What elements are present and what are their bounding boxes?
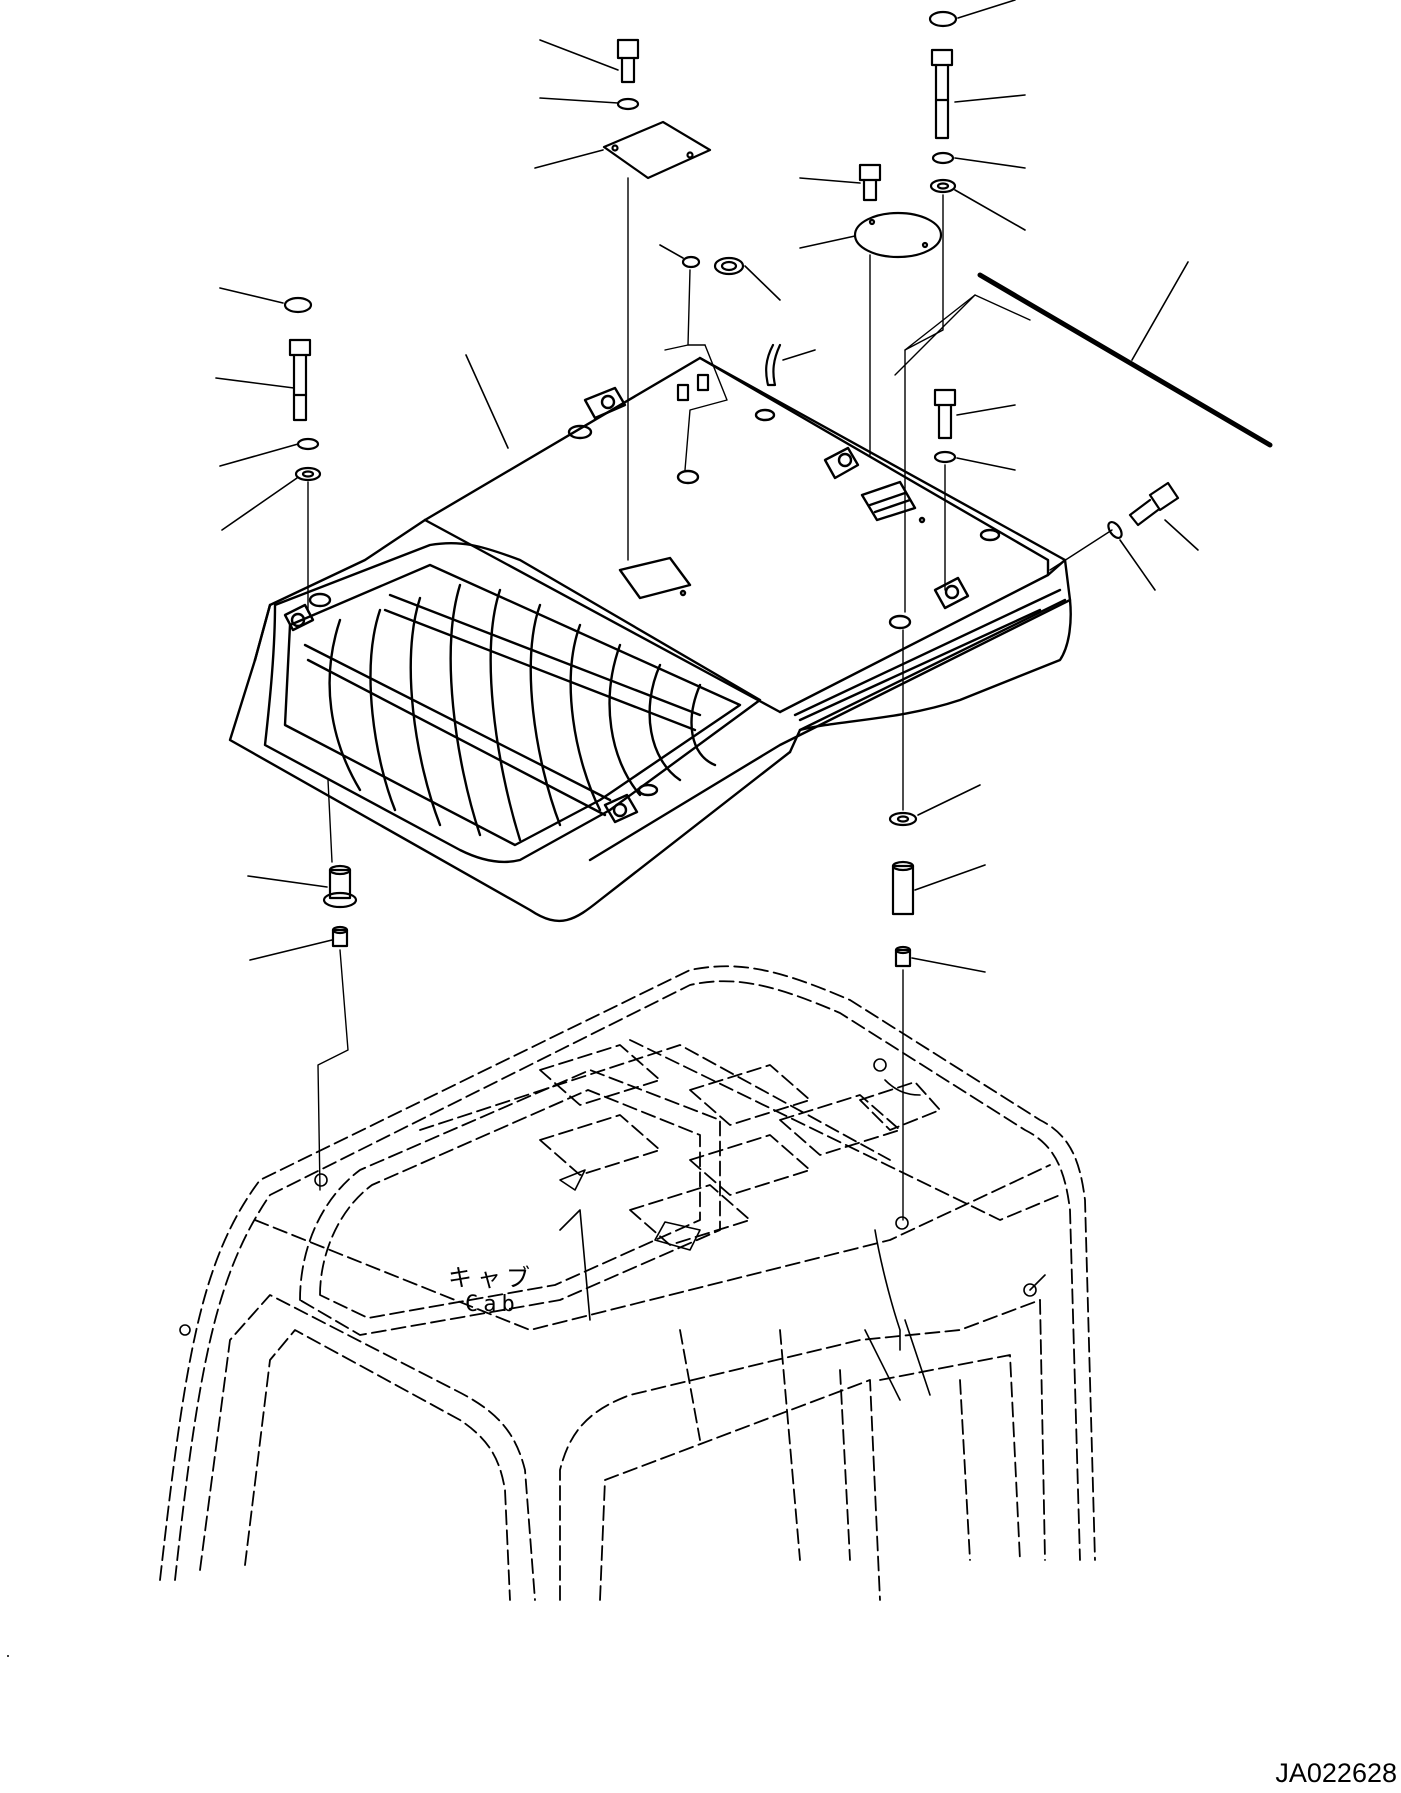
- cab-frame: [159, 965, 1096, 1601]
- parts-hardware: [283, 10, 1273, 968]
- cab-details: [179, 1058, 1046, 1401]
- cab-label-english: Cab: [465, 1292, 520, 1317]
- roof-cover: [228, 356, 1072, 923]
- cab-label-japanese: キャブ: [448, 1264, 535, 1292]
- drawing-number: JA022628: [1275, 1758, 1397, 1788]
- leader-lines: [215, 0, 1199, 973]
- stray-mark: [7, 1655, 9, 1657]
- assembly-lines: [307, 177, 1113, 1221]
